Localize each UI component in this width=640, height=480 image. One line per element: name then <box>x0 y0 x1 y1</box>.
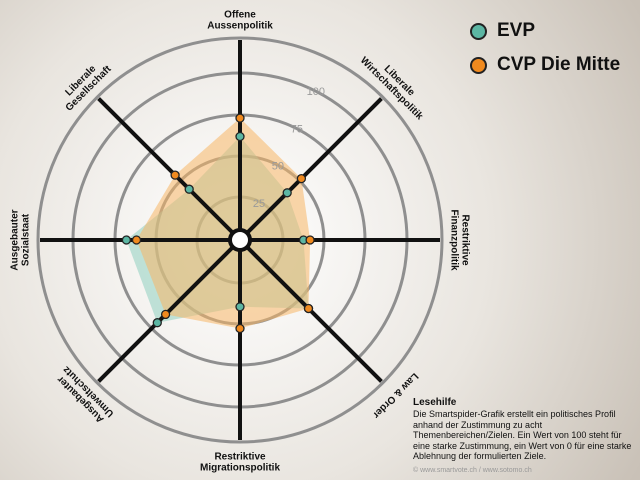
axis-label-1-line-2: Aussenpolitik <box>207 21 273 32</box>
point-evp-axis-2 <box>282 188 292 198</box>
axis-label-1-line-1: Offene <box>224 10 256 21</box>
point-evp-axis-7 <box>121 235 132 245</box>
legend: EVP CVP Die Mitte <box>470 14 620 82</box>
tick-label-75: 75 <box>291 123 303 135</box>
reading-help-title: Lesehilfe <box>413 397 457 408</box>
reading-help: Lesehilfe Die Smartspider-Grafik erstell… <box>413 397 638 462</box>
tick-label-25: 25 <box>253 198 265 210</box>
axis-label-7-line-2: Sozialstaat <box>21 213 32 266</box>
point-evp-axis-6 <box>152 318 162 328</box>
tick-label-50: 50 <box>272 161 284 173</box>
grid-ring-5 <box>36 36 444 444</box>
legend-item-evp: EVP <box>470 14 620 48</box>
axis-label-5-line-1: Restriktive <box>214 452 266 463</box>
tick-label-100: 100 <box>307 86 325 98</box>
chart-center-hub <box>228 228 252 252</box>
point-cvp-axis-7 <box>131 235 142 245</box>
point-cvp-axis-1 <box>235 113 245 123</box>
point-cvp-axis-4 <box>303 303 314 314</box>
axis-label-3-line-2: Finanzpolitik <box>449 209 460 271</box>
point-cvp-axis-3 <box>305 235 315 245</box>
point-cvp-axis-8 <box>170 170 180 180</box>
point-evp-axis-5 <box>235 302 245 312</box>
legend-label-cvp: CVP Die Mitte <box>497 54 621 75</box>
point-cvp-axis-6 <box>160 309 171 320</box>
legend-label-evp: EVP <box>497 20 536 41</box>
legend-marker-evp <box>470 22 487 40</box>
legend-marker-cvp <box>470 56 487 74</box>
axis-line-2 <box>238 97 383 242</box>
legend-item-cvp: CVP Die Mitte <box>470 48 620 82</box>
axis-label-5-line-2: Migrationspolitik <box>200 463 280 474</box>
axis-label-3-line-1: Restriktive <box>460 214 471 266</box>
point-evp-axis-8 <box>184 184 194 194</box>
point-cvp-axis-2 <box>296 173 307 184</box>
reading-help-text: Die Smartspider-Grafik erstellt ein poli… <box>413 409 632 461</box>
point-cvp-axis-5 <box>235 323 245 334</box>
copyright-footer: © www.smartvote.ch / www.sotomo.ch <box>413 467 532 474</box>
point-evp-axis-1 <box>235 131 245 142</box>
axis-line-6 <box>97 238 242 383</box>
axis-line-8 <box>97 97 242 242</box>
axis-label-7-line-1: Ausgebauter <box>10 209 21 270</box>
